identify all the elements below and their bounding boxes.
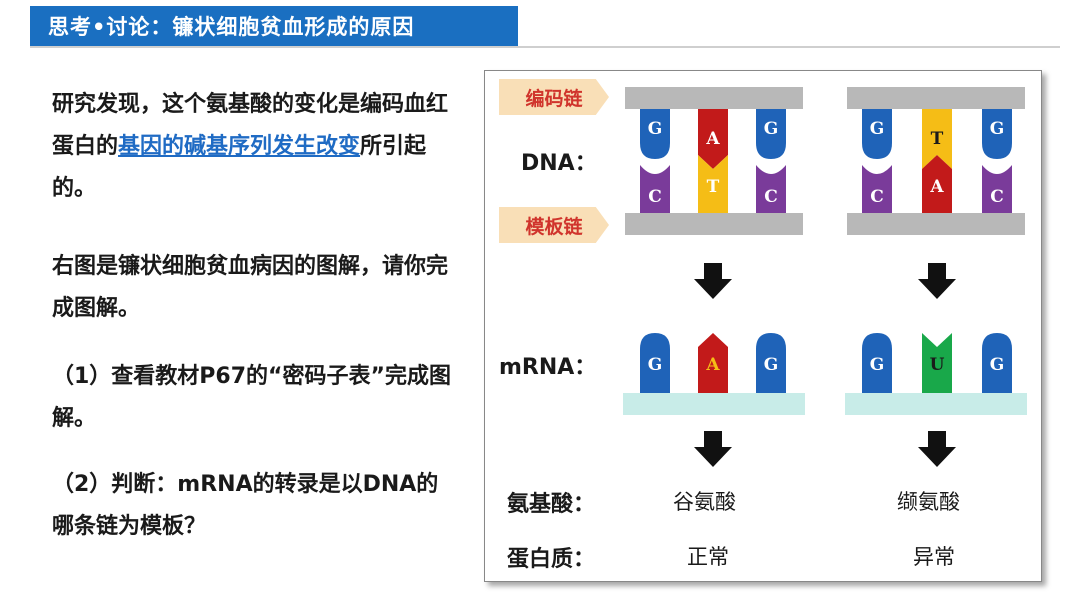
dna-row-label: DNA： <box>521 151 597 176</box>
mutant-template-base-3 <box>982 165 1012 213</box>
normal-mrna-base-2-letter: A <box>705 355 720 375</box>
normal-coding-base-2-letter: A <box>705 129 720 149</box>
mutant-coding-base-1-letter: G <box>870 119 885 139</box>
coding-strand-label: 编码链 <box>525 87 583 110</box>
mutant-mrna-base-3 <box>982 333 1012 393</box>
slide-title-text: 思考•讨论：镰状细胞贫血形成的原因 <box>48 15 415 39</box>
slide-title: 思考•讨论：镰状细胞贫血形成的原因 <box>30 6 518 46</box>
mutant-mrna-base-1 <box>862 333 892 393</box>
coding-strand-tag: 编码链 <box>499 79 609 115</box>
normal-mrna-base-3-letter: G <box>764 355 779 375</box>
normal-template-base-1-letter: C <box>648 187 662 207</box>
normal-mrna-base-1 <box>640 333 670 393</box>
mutant-mrna-base-2 <box>922 333 952 393</box>
normal-template-backbone <box>625 213 803 235</box>
paragraph-figure-intro: 右图是镰状细胞贫血病因的图解，请你完成图解。 <box>52 254 449 321</box>
mutant-mrna-strip <box>845 393 1027 415</box>
normal-coding-backbone <box>625 87 803 109</box>
title-underline <box>30 46 1060 48</box>
paragraph-question-1: （1）查看教材P67的“密码子表”完成图解。 <box>52 364 451 431</box>
mutant-template-base-1-letter: C <box>870 187 884 207</box>
normal-coding-base-3 <box>756 109 786 159</box>
mutant-coding-base-3-letter: G <box>990 119 1005 139</box>
normal-template-base-3 <box>756 165 786 213</box>
normal-template-base-2-letter: T <box>707 177 720 197</box>
mutant-amino-acid: 缬氨酸 <box>897 490 960 514</box>
mutant-coding-backbone <box>847 87 1025 109</box>
mrna-row-label: mRNA： <box>499 355 597 380</box>
mutant-coding-base-2 <box>922 109 952 169</box>
mutant-template-base-1 <box>862 165 892 213</box>
mutant-coding-base-3 <box>982 109 1012 159</box>
normal-coding-base-1-letter: G <box>648 119 663 139</box>
mutant-coding-base-2-letter: T <box>931 129 944 149</box>
mutant-mrna-base-3-letter: G <box>990 355 1005 375</box>
amino-acid-row-label: 氨基酸： <box>507 492 596 517</box>
normal-coding-base-2 <box>698 109 728 169</box>
normal-mrna-base-3 <box>756 333 786 393</box>
mutant-mrna-base-1-letter: G <box>870 355 885 375</box>
normal-template-base-2 <box>698 155 728 213</box>
mutant-arrow-dna-to-mrna <box>918 263 956 299</box>
normal-amino-acid: 谷氨酸 <box>673 490 736 514</box>
finding-text-end: 所引起的。 <box>52 134 427 201</box>
template-strand-label: 模板链 <box>525 215 583 238</box>
normal-protein: 正常 <box>687 545 729 569</box>
mutant-mrna-base-2-letter: U <box>930 355 945 375</box>
normal-mrna-base-1-letter: G <box>648 355 663 375</box>
normal-coding-base-3-letter: G <box>764 119 779 139</box>
paragraph-finding: 研究发现，这个氨基酸的变化是编码血红蛋白的基因的碱基序列发生改变所引起的。 <box>52 84 452 210</box>
sickle-cell-diagram: G A G C T C G A G G T G C A C G U G 编码链 模板链 DNA： mRNA： 氨基… <box>484 70 1042 582</box>
mutant-template-base-2 <box>922 155 952 213</box>
mutant-template-base-3-letter: C <box>990 187 1004 207</box>
mutant-arrow-mrna-to-amino <box>918 431 956 467</box>
normal-mrna-base-2 <box>698 333 728 393</box>
normal-arrow-dna-to-mrna <box>694 263 732 299</box>
mutant-template-base-2-letter: A <box>929 177 944 197</box>
template-strand-tag: 模板链 <box>499 207 609 243</box>
protein-row-label: 蛋白质： <box>507 547 596 572</box>
mutant-coding-base-1 <box>862 109 892 159</box>
gene-sequence-link[interactable]: 基因的碱基序列发生改变 <box>118 134 361 159</box>
normal-mrna-strip <box>623 393 805 415</box>
normal-arrow-mrna-to-amino <box>694 431 732 467</box>
normal-template-base-1 <box>640 165 670 213</box>
finding-text-start: 研究发现，这个氨基酸的变化是编码血红蛋白的 <box>52 92 449 159</box>
diagram-canvas: G A G C T C G A G G T G C A C G U G <box>623 87 1027 467</box>
mutant-protein: 异常 <box>913 545 955 569</box>
mutant-template-backbone <box>847 213 1025 235</box>
normal-coding-base-1 <box>640 109 670 159</box>
paragraph-question-2: （2）判断：mRNA的转录是以DNA的哪条链为模板？ <box>52 472 439 539</box>
normal-template-base-3-letter: C <box>764 187 778 207</box>
